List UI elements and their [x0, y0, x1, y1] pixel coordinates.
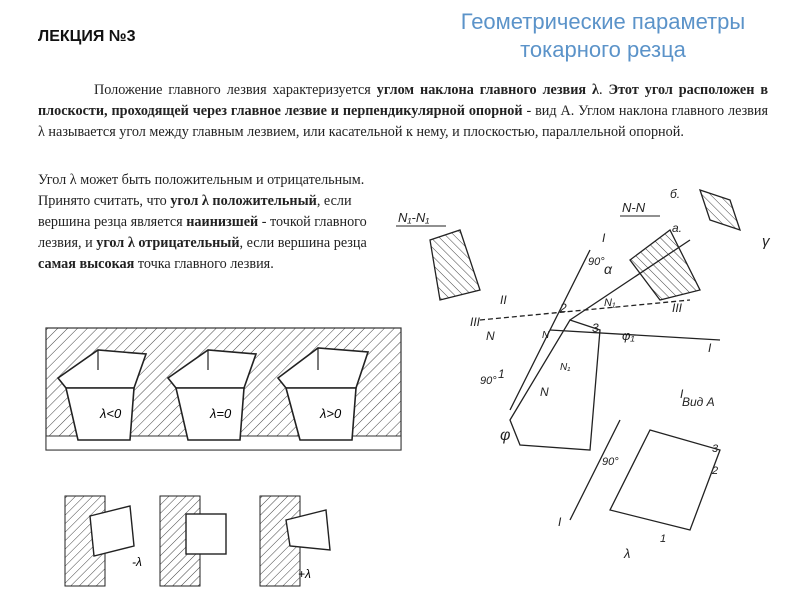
label-alpha: α [604, 261, 613, 277]
label-lambda-negative: λ<0 [99, 406, 122, 421]
p1-text-1: Положение главного лезвия характеризуетс… [94, 82, 377, 98]
title-line-1: Геометрические параметры [460, 9, 746, 34]
label-point-2-view: 2 [711, 465, 718, 477]
title-line-2: токарного резца [520, 37, 686, 62]
label-b: б. [670, 187, 680, 201]
label-lambda-view: λ [623, 546, 630, 561]
p1-text-3: - вид А. Углом наклона главного лезвия λ… [38, 103, 768, 140]
label-90-left: 90° [480, 375, 497, 387]
p1-text-2: . [599, 82, 609, 98]
cutter-zero [166, 349, 258, 441]
cutter-positive [276, 347, 370, 441]
label-roman-3-left: III [470, 315, 481, 329]
cutter-negative [56, 349, 148, 441]
label-roman-1-bottom: I [558, 515, 562, 529]
view-zero [159, 495, 227, 587]
label-view-a: Вид А [682, 395, 715, 409]
axis-line-n [569, 239, 691, 321]
label-roman-2: II [500, 293, 507, 307]
view-a-outline [609, 429, 721, 531]
view-positive: +λ [259, 495, 331, 587]
label-n-inner: N [542, 330, 550, 341]
section-n-hatch [629, 229, 701, 301]
label-a: а. [672, 221, 682, 235]
label-lambda-positive: λ>0 [319, 406, 342, 421]
label-phi: φ [500, 427, 510, 444]
label-n1-top: N₁ [604, 297, 616, 309]
p2-bold-3: угол λ отрицательный [96, 235, 240, 251]
p1-bold-1: углом наклона главного лезвия λ [376, 82, 599, 98]
cutters-figure: λ<0 λ=0 λ>0 [45, 327, 402, 451]
label-n-left: N [486, 329, 495, 343]
p2-text-5: точка главного лезвия. [134, 256, 274, 272]
label-point-1: 1 [498, 367, 505, 381]
cutter-plan [509, 319, 601, 451]
label-gamma: γ [762, 233, 771, 250]
section-b-hatch [698, 188, 742, 232]
lecture-number: ЛЕКЦИЯ №3 [38, 28, 136, 45]
label-roman-1-top: I [602, 231, 606, 245]
label-point-2: 2 [559, 301, 567, 315]
axis-line-1b [549, 329, 721, 341]
label-roman-1-mid: I [708, 341, 712, 355]
p2-bold-4: самая высокая [38, 256, 135, 272]
label-phi1: φ₁ [622, 328, 635, 343]
label-section-n1: N₁-N₁ [398, 210, 429, 225]
p2-bold-1: угол λ положительный [170, 193, 317, 209]
label-90-view: 90° [602, 456, 619, 468]
p2-text-3: - точкой главного лезвия, и [38, 214, 367, 251]
view-a-axis [569, 419, 621, 521]
label-n-lower: N [540, 385, 549, 399]
label-roman-3-right: III [672, 301, 683, 315]
p2-text-2: , если вершина резца является [38, 193, 352, 230]
cutter-views-figure: -λ +λ [64, 495, 331, 587]
label-minus-lambda: -λ [132, 555, 142, 569]
label-n1-inner: N₁ [560, 362, 570, 373]
label-roman-1-view: I [680, 387, 684, 401]
section-n1-hatch [429, 229, 481, 301]
p1-bold-2: Этот угол расположен в плоскости, проход… [38, 82, 769, 119]
p2-text-1: Угол λ может быть положительным и отрица… [38, 172, 365, 209]
intro-paragraph: Положение главного лезвия характеризуетс… [38, 80, 768, 143]
label-section-n: N-N [622, 200, 646, 215]
label-point-1-view: 1 [660, 533, 666, 545]
label-lambda-zero: λ=0 [209, 406, 232, 421]
geometry-diagram: N₁-N₁ N-N б. а. γ α φ φ₁ 90° 90° Вид А 9… [396, 187, 771, 561]
page-title: Геометрические параметры токарного резца [438, 8, 768, 64]
sign-paragraph: Угол λ может быть положительным и отрица… [38, 170, 376, 275]
label-90-right: 90° [588, 256, 605, 268]
view-negative: -λ [64, 495, 142, 587]
p2-bold-2: наинизшей [186, 214, 259, 230]
p2-text-4: , если вершина резца [239, 235, 367, 251]
label-plus-lambda: +λ [298, 567, 311, 581]
